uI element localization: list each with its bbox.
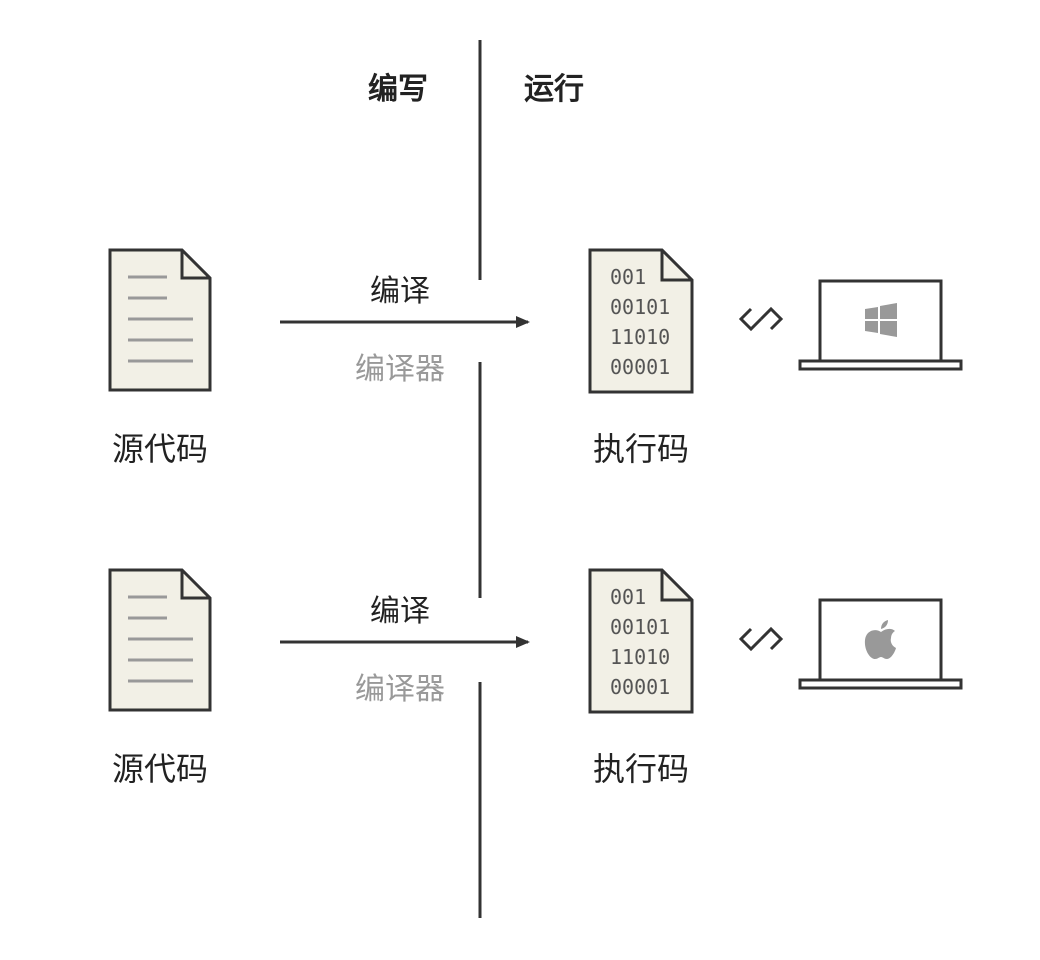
executable-label: 执行码 — [592, 430, 689, 468]
laptop-mac-icon — [798, 598, 963, 690]
executable-document-icon: 001 00101 11010 00001 — [588, 248, 694, 394]
apple-logo-icon — [864, 620, 896, 659]
executable-document-icon: 001 00101 11010 00001 — [588, 568, 694, 714]
source-code-document-icon — [108, 248, 212, 392]
phase-run-label: 运行 — [524, 72, 584, 107]
executable-label: 执行码 — [592, 750, 689, 788]
binary-line: 11010 — [610, 645, 670, 669]
compiler-label: 编译器 — [355, 352, 445, 387]
compiler-label: 编译器 — [355, 672, 445, 707]
link-icon — [738, 626, 784, 652]
source-code-label: 源代码 — [111, 430, 208, 468]
binary-line: 11010 — [610, 325, 670, 349]
source-code-document-icon — [108, 568, 212, 712]
phase-write-label: 编写 — [368, 72, 428, 107]
windows-logo-icon — [865, 303, 897, 337]
binary-line: 00001 — [610, 675, 670, 699]
source-code-label: 源代码 — [111, 750, 208, 788]
compile-label: 编译 — [370, 274, 430, 309]
binary-line: 001 — [610, 585, 646, 609]
binary-line: 001 — [610, 265, 646, 289]
binary-line: 00101 — [610, 615, 670, 639]
compile-label: 编译 — [370, 594, 430, 629]
link-icon — [738, 306, 784, 332]
binary-line: 00001 — [610, 355, 670, 379]
laptop-windows-icon — [798, 279, 963, 371]
binary-line: 00101 — [610, 295, 670, 319]
